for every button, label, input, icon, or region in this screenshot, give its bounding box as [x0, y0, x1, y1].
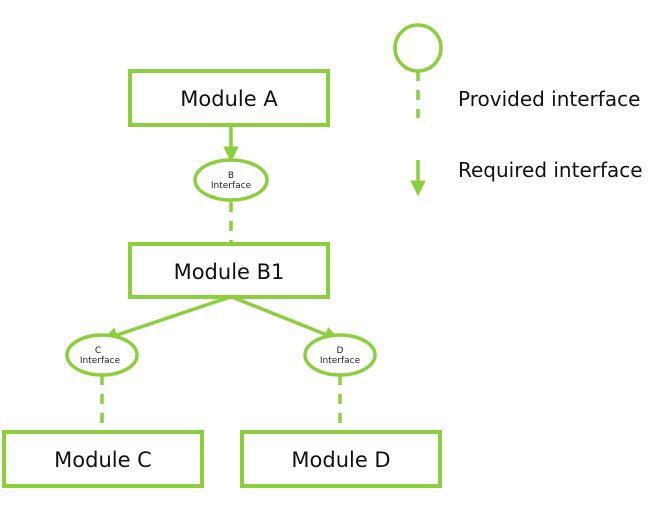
c-interface: C Interface [65, 333, 139, 377]
legend-provided-label: Provided interface [458, 87, 640, 111]
module-c: Module C [2, 430, 204, 488]
module-a: Module A [128, 69, 330, 127]
module-a-label: Module A [180, 87, 278, 111]
d-interface-word: Interface [320, 356, 361, 366]
c-interface-word: Interface [80, 356, 121, 366]
b-interface-letter: B [228, 171, 234, 181]
module-b1-label: Module B1 [174, 260, 285, 284]
required-connector-b1-to-c [102, 295, 231, 343]
b-interface-word: Interface [211, 181, 252, 191]
b-interface: B Interface [193, 158, 269, 202]
d-interface: D Interface [303, 333, 377, 377]
d-interface-letter: D [337, 346, 344, 356]
module-b1: Module B1 [128, 242, 330, 299]
c-interface-letter: C [95, 346, 101, 356]
module-d-label: Module D [291, 448, 390, 472]
required-connector-b1-to-d [231, 295, 340, 342]
legend-provided-circle-icon [393, 23, 443, 73]
legend: Provided interface Required interface [393, 23, 643, 197]
module-d: Module D [240, 430, 442, 488]
module-c-label: Module C [54, 448, 152, 472]
legend-required-label: Required interface [458, 158, 643, 182]
